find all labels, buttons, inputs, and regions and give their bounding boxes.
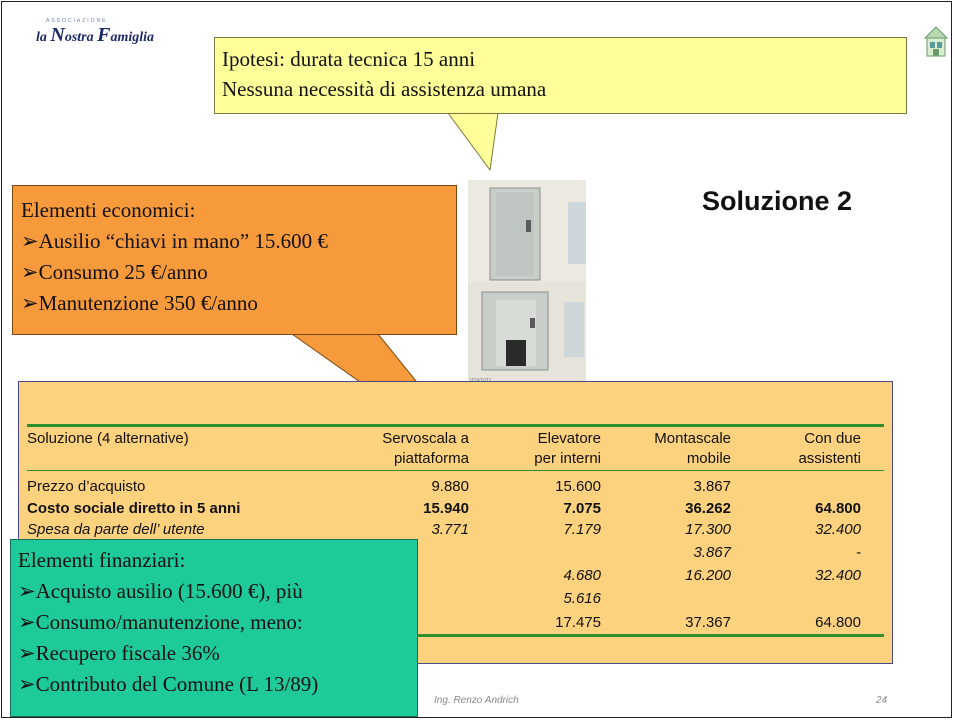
economic-elements-callout: Elementi economici: ➢Ausilio “chiavi in …: [12, 185, 457, 335]
financial-elements-callout: Elementi finanziari: ➢Acquisto ausilio (…: [10, 539, 418, 717]
table-cell: 37.367: [685, 614, 731, 631]
table-row-label: Costo sociale diretto in 5 anni: [27, 500, 241, 517]
logo-text: la Nostra Famiglia: [36, 24, 155, 46]
table-cell: 15.940: [423, 500, 469, 517]
economic-heading: Elementi economici:: [21, 198, 196, 222]
house-icon: [923, 26, 949, 57]
bullet-arrow-icon: ➢: [18, 641, 36, 665]
table-cell: 7.179: [563, 521, 601, 538]
table-cell: 4.680: [563, 567, 601, 584]
page-number: 24: [876, 695, 888, 706]
association-logo: ASSOCIAZIONE la Nostra Famiglia: [36, 18, 186, 46]
table-cell: 5.616: [563, 590, 601, 607]
financial-item: ➢Recupero fiscale 36%: [18, 641, 220, 665]
table-header-col3-line2: mobile: [686, 450, 731, 467]
table-cell: 3.867: [693, 544, 731, 561]
table-header-solution: Soluzione (4 alternative): [27, 430, 189, 447]
table-header-col3: Montascale: [654, 430, 731, 447]
table-cell: 17.475: [555, 614, 601, 631]
slide-title: Soluzione 2: [702, 186, 853, 216]
logo-small-text: ASSOCIAZIONE: [46, 18, 108, 24]
bullet-arrow-icon: ➢: [18, 672, 36, 696]
table-cell: 9.880: [431, 478, 469, 495]
financial-heading: Elementi finanziari:: [18, 548, 186, 572]
table-row-label: Spesa da parte dell’ utente: [27, 521, 205, 538]
elevator-photo: ITSI/1011: [468, 180, 586, 385]
table-header-col4-line2: assistenti: [798, 450, 861, 467]
table-cell: -: [856, 544, 861, 561]
table-cell: 32.400: [815, 521, 861, 538]
economic-item: ➢Ausilio “chiavi in mano” 15.600 €: [21, 229, 328, 253]
table-header-col1: Servoscala a: [382, 430, 469, 447]
hypothesis-line-2: Nessuna necessità di assistenza umana: [222, 77, 547, 101]
financial-item: ➢Contributo del Comune (L 13/89): [18, 672, 319, 696]
table-bottom-rule: [27, 634, 884, 637]
table-cell: 16.200: [685, 567, 731, 584]
bullet-arrow-icon: ➢: [21, 229, 39, 253]
table-cell: 36.262: [685, 500, 731, 517]
bullet-arrow-icon: ➢: [21, 291, 39, 315]
table-row-label: Prezzo d’acquisto: [27, 478, 146, 495]
table-header-col2: Elevatore: [537, 430, 601, 447]
table-header-col4: Con due: [804, 430, 861, 447]
table-header-rule: [27, 470, 884, 471]
table-cell: 64.800: [815, 614, 861, 631]
table-header-col1-line2: piattaforma: [393, 450, 469, 467]
footer-author: Ing. Renzo Andrich: [434, 695, 519, 706]
table-cell: 15.600: [555, 478, 601, 495]
table-cell: 32.400: [815, 567, 861, 584]
hypothesis-callout: Ipotesi: durata tecnica 15 anni Nessuna …: [214, 37, 907, 114]
table-top-rule: [27, 424, 884, 427]
table-cell: 3.771: [431, 521, 469, 538]
hypothesis-line-1: Ipotesi: durata tecnica 15 anni: [222, 47, 476, 71]
bullet-arrow-icon: ➢: [18, 579, 36, 603]
economic-item: ➢Manutenzione 350 €/anno: [21, 291, 258, 315]
bullet-arrow-icon: ➢: [21, 260, 39, 284]
bullet-arrow-icon: ➢: [18, 610, 36, 634]
table-cell: 3.867: [693, 478, 731, 495]
table-cell: 17.300: [685, 521, 731, 538]
table-cell: 64.800: [815, 500, 861, 517]
table-cell: 7.075: [563, 500, 601, 517]
table-header-col2-line2: per interni: [534, 450, 601, 467]
economic-item: ➢Consumo 25 €/anno: [21, 260, 208, 284]
financial-item: ➢Acquisto ausilio (15.600 €), più: [18, 579, 303, 603]
financial-item: ➢Consumo/manutenzione, meno:: [18, 610, 303, 634]
